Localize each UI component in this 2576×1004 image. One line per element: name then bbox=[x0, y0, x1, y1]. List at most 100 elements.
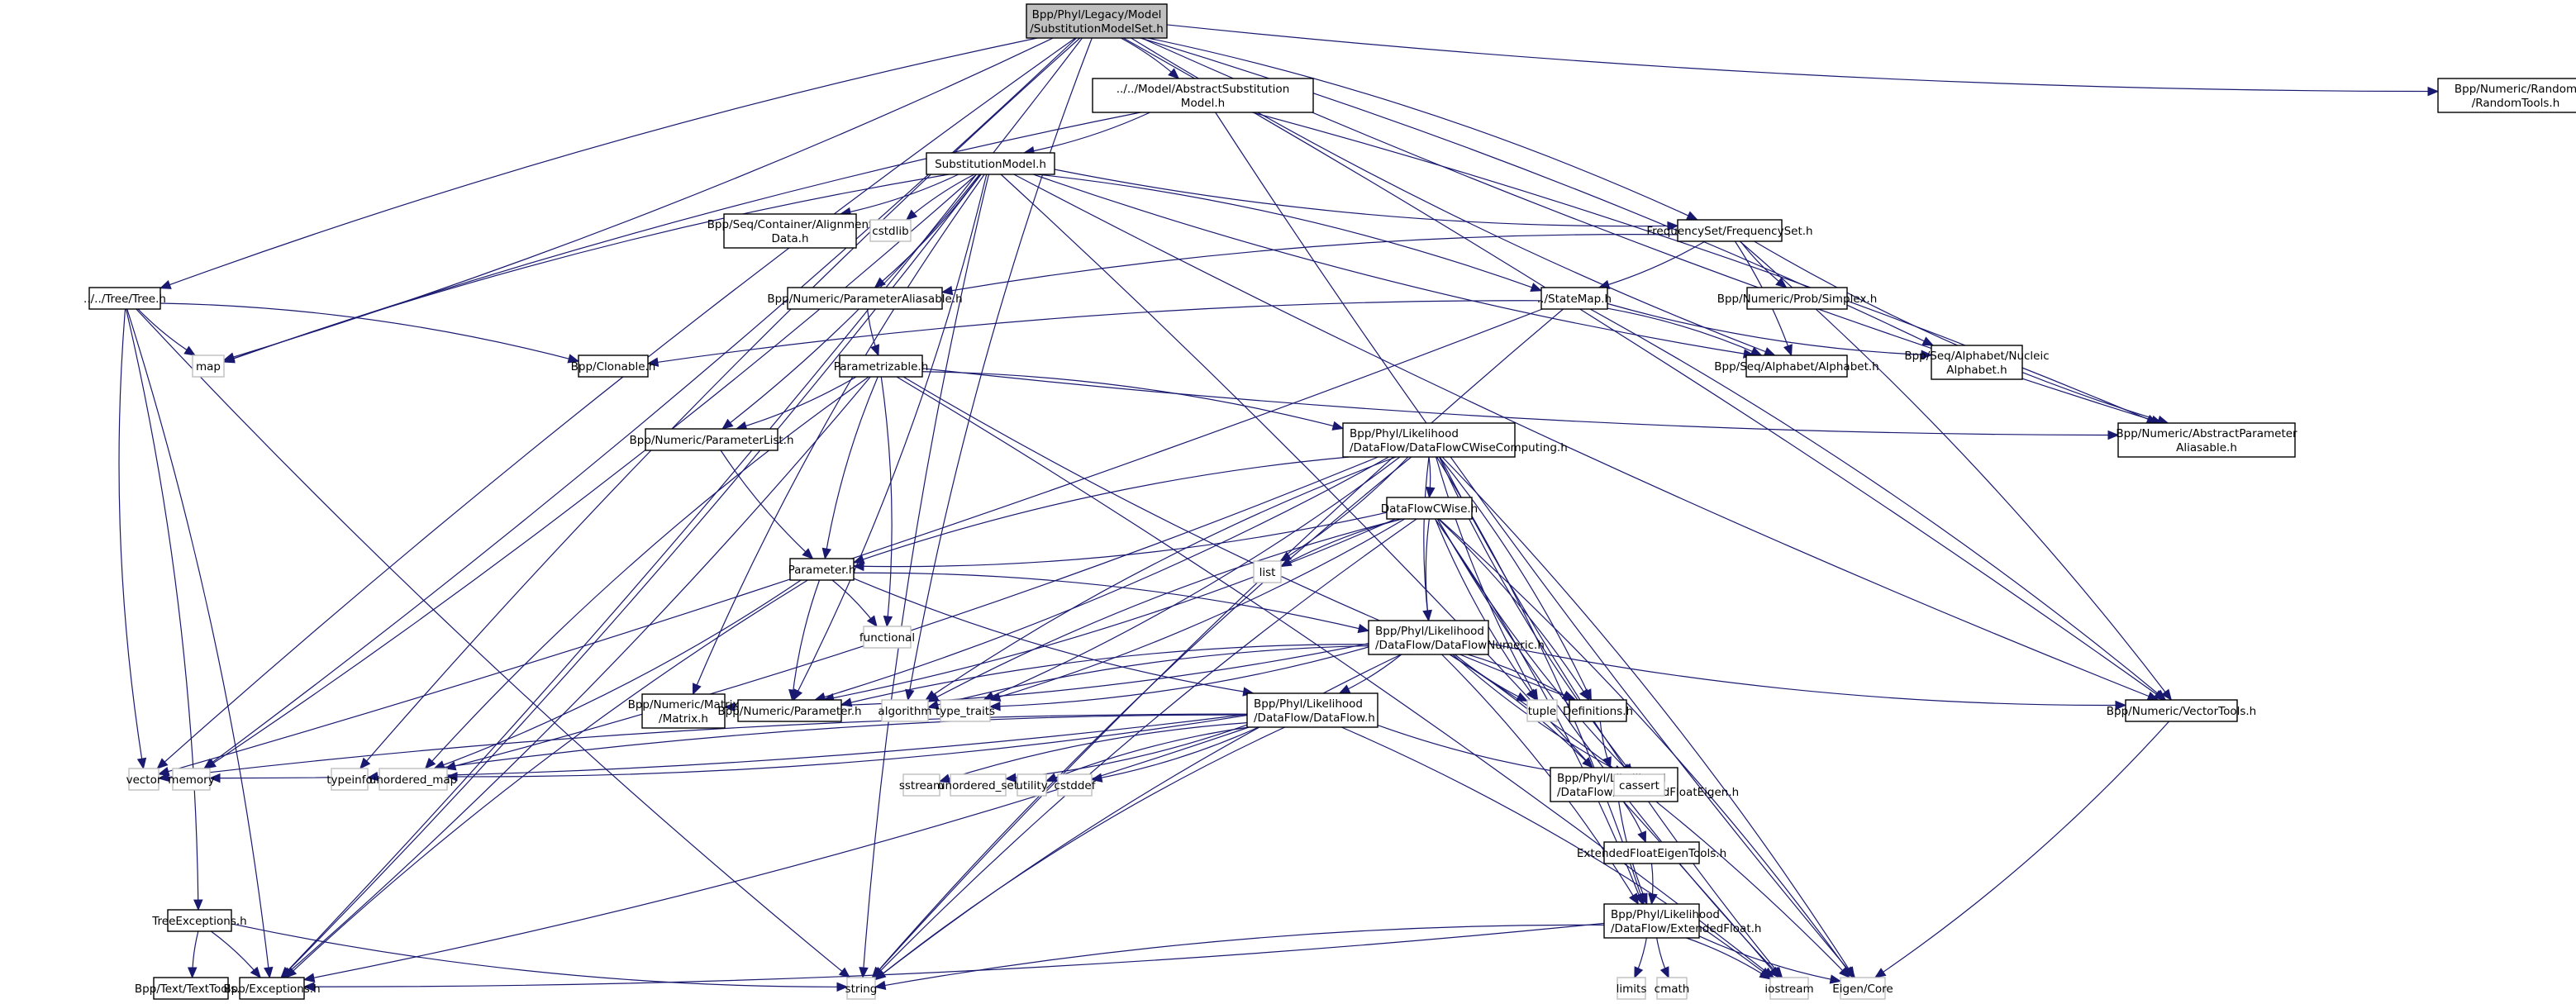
node-box[interactable] bbox=[88, 287, 161, 310]
node-matrix[interactable]: Bpp/Numeric/Matrix/Matrix.h bbox=[628, 693, 740, 729]
node-box bbox=[881, 699, 929, 722]
node-parametrizable[interactable]: Parametrizable.h bbox=[834, 354, 929, 378]
edge-stateMap-to-vectorTools bbox=[1589, 308, 2166, 701]
edge-dataflow-to-vector bbox=[158, 713, 1248, 779]
edge-dfnumeric-to-algorithm bbox=[927, 645, 1369, 708]
node-simplex[interactable]: Bpp/Numeric/Prob/Simplex.h bbox=[1717, 287, 1878, 310]
node-box[interactable] bbox=[1746, 287, 1848, 310]
node-box[interactable] bbox=[1745, 354, 1848, 378]
node-dfcwc[interactable]: Bpp/Phyl/Likelihood/DataFlow/DataFlowCWi… bbox=[1342, 422, 1568, 458]
edge-dataflow-to-sstream bbox=[939, 722, 1248, 783]
edge-dfcwise-to-iostream bbox=[1436, 518, 1782, 978]
node-treeExceptions[interactable]: TreeExceptions.h bbox=[151, 909, 247, 932]
node-memory: memory bbox=[168, 768, 215, 791]
edge-tree-to-string bbox=[136, 308, 850, 978]
node-extFloat[interactable]: Bpp/Phyl/Likelihood/DataFlow/ExtendedFlo… bbox=[1603, 903, 1761, 939]
node-dfcwise[interactable]: DataFlowCWise.h bbox=[1381, 497, 1478, 520]
node-box[interactable] bbox=[737, 699, 842, 722]
arrowhead-icon bbox=[852, 554, 865, 564]
node-box[interactable] bbox=[1368, 620, 1489, 655]
arrowhead-icon bbox=[1921, 350, 1933, 360]
node-label: Alphabet.h bbox=[1946, 364, 2007, 377]
node-box[interactable] bbox=[1603, 841, 1700, 864]
node-efEigenTools[interactable]: ExtendedFloatEigenTools.h bbox=[1577, 841, 1726, 864]
node-box[interactable] bbox=[787, 287, 943, 310]
node-box[interactable] bbox=[167, 909, 232, 932]
node-box bbox=[1057, 773, 1093, 797]
node-box[interactable] bbox=[1342, 422, 1516, 458]
edge-parametrizable-to-unorderedMap bbox=[425, 376, 869, 769]
node-randomTools[interactable]: Bpp/Numeric/Random/RandomTools.h bbox=[2437, 78, 2576, 113]
node-sstream: sstream bbox=[899, 773, 944, 797]
node-label: Bpp/Numeric/Parameter.h bbox=[717, 705, 861, 718]
node-clonable[interactable]: Bpp/Clonable.h bbox=[571, 354, 656, 378]
node-alphabet[interactable]: Bpp/Seq/Alphabet/Alphabet.h bbox=[1714, 354, 1879, 378]
node-box[interactable] bbox=[1677, 219, 1783, 242]
node-subModel[interactable]: SubstitutionModel.h bbox=[926, 152, 1055, 175]
node-box[interactable] bbox=[2437, 78, 2576, 113]
node-vector: vector bbox=[126, 768, 162, 791]
node-label: TreeExceptions.h bbox=[151, 915, 246, 928]
edge-vectorTools-to-eigenCore bbox=[1874, 721, 2170, 978]
node-eigenCore: Eigen/Core bbox=[1832, 977, 1893, 1000]
node-box[interactable] bbox=[1092, 78, 1314, 113]
arrowhead-icon bbox=[938, 773, 951, 783]
node-box[interactable] bbox=[641, 693, 726, 729]
node-box[interactable] bbox=[839, 354, 923, 378]
node-box[interactable] bbox=[1569, 699, 1627, 722]
edge-absSubModel-to-eigenCore bbox=[1215, 112, 1855, 978]
node-box[interactable] bbox=[789, 558, 855, 581]
edge-root-to-exceptions bbox=[280, 37, 1083, 978]
node-box[interactable] bbox=[1026, 3, 1168, 39]
node-box[interactable] bbox=[153, 977, 229, 1000]
arrowhead-icon bbox=[250, 966, 261, 978]
node-box[interactable] bbox=[1931, 345, 2023, 380]
node-box[interactable] bbox=[1603, 903, 1700, 939]
node-tree[interactable]: ../../Tree/Tree.h bbox=[83, 287, 166, 310]
node-label: cstddef bbox=[1055, 779, 1097, 792]
node-paramList[interactable]: Bpp/Numeric/ParameterList.h bbox=[629, 428, 794, 451]
node-box[interactable] bbox=[239, 977, 305, 1000]
node-paramAliasable[interactable]: Bpp/Numeric/ParameterAliasable.h bbox=[767, 287, 963, 310]
node-typeinfo: typeinfo bbox=[326, 768, 373, 791]
node-box[interactable] bbox=[578, 354, 649, 378]
edge-parametrizable-to-parameterH bbox=[824, 376, 879, 559]
node-box[interactable] bbox=[926, 152, 1055, 175]
arrowhead-icon bbox=[821, 547, 831, 560]
node-box[interactable] bbox=[1246, 692, 1378, 728]
node-freqSet[interactable]: FrequencySet/FrequencySet.h bbox=[1646, 219, 1813, 242]
edge-parameterH-to-numParameter bbox=[791, 579, 821, 701]
arrowhead-icon bbox=[1770, 966, 1783, 978]
node-dfnumeric[interactable]: Bpp/Phyl/Likelihood/DataFlow/DataFlowNum… bbox=[1368, 620, 1545, 655]
node-label: /SubstitutionModelSet.h bbox=[1030, 22, 1164, 36]
node-label: unordered_map bbox=[369, 773, 457, 787]
arrowhead-icon bbox=[646, 357, 659, 367]
node-parameterH[interactable]: Parameter.h bbox=[788, 558, 856, 581]
node-box[interactable] bbox=[723, 213, 857, 249]
node-box[interactable] bbox=[1386, 497, 1473, 520]
node-root[interactable]: Bpp/Phyl/Legacy/Model/SubstitutionModelS… bbox=[1026, 3, 1168, 39]
edge-dfcwc-to-typeTraits bbox=[983, 456, 1401, 701]
arrowhead-icon bbox=[2115, 700, 2127, 711]
arrowhead-icon bbox=[2155, 689, 2167, 701]
node-box[interactable] bbox=[2125, 699, 2238, 722]
edge-extFloat-to-eigenCore bbox=[1698, 935, 1841, 982]
edge-parametrizable-to-functional bbox=[880, 376, 893, 627]
node-dataflow[interactable]: Bpp/Phyl/Likelihood/DataFlow/DataFlow.h bbox=[1246, 692, 1378, 728]
node-exceptions[interactable]: Bpp/Exceptions.h bbox=[223, 977, 321, 1000]
arrowhead-icon bbox=[2427, 86, 2440, 97]
node-textTools[interactable]: Bpp/Text/TextTools.h bbox=[135, 977, 247, 1000]
node-definitions[interactable]: Definitions.h bbox=[1563, 699, 1633, 722]
node-box[interactable] bbox=[1540, 287, 1608, 310]
node-numParameter[interactable]: Bpp/Numeric/Parameter.h bbox=[717, 699, 862, 722]
node-box[interactable] bbox=[2117, 422, 2296, 458]
node-box[interactable] bbox=[645, 428, 779, 451]
node-stateMap[interactable]: ../StateMap.h bbox=[1537, 287, 1612, 310]
edge-stateMap-to-string bbox=[871, 308, 1564, 978]
edge-dfcwise-to-numParameter bbox=[823, 518, 1396, 701]
node-vectorTools[interactable]: Bpp/Numeric/VectorTools.h bbox=[2107, 699, 2256, 722]
